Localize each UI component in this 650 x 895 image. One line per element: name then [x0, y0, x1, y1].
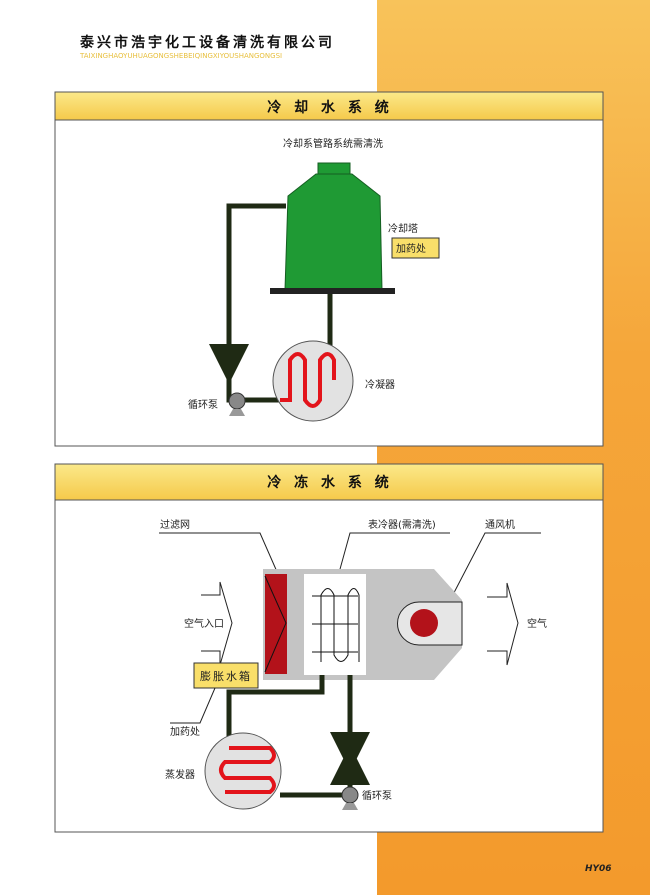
filter-label: 过滤网 — [160, 518, 190, 531]
chilled-water-panel: 冷 冻 水 系 统 过滤网 表冷器(需清洗) 通风机 空气入口 空气 膨胀水箱 — [54, 463, 604, 833]
dosing-box — [391, 237, 440, 259]
evaporator-label: 蒸发器 — [165, 768, 195, 781]
dosing-label: 加药处 — [396, 243, 426, 255]
air-in-arrow — [201, 581, 233, 666]
cooling-tower-label: 冷却塔 — [388, 222, 418, 235]
company-name: 泰兴市浩宇化工设备清洗有限公司 — [79, 34, 335, 51]
cooler-coil — [312, 588, 360, 662]
condenser-label: 冷凝器 — [365, 378, 395, 391]
pump-label: 循环泵 — [188, 398, 218, 411]
page-number: HY06 — [585, 864, 612, 874]
panel-header-bar — [54, 91, 604, 121]
panel-title: 冷 却 水 系 统 — [267, 99, 393, 116]
pump-icon — [228, 392, 246, 416]
air-out-arrow — [487, 582, 519, 666]
company-pinyin: TAIXINGHAOYUHUAGONGSHEBEIQINGXIYOUSHANGO… — [79, 52, 282, 60]
expansion-tank-label: 膨胀水箱 — [200, 669, 252, 683]
fan-rotor — [410, 609, 438, 637]
cooling-tower — [270, 162, 395, 294]
pump-icon — [341, 786, 359, 810]
pipe — [226, 203, 300, 403]
cooling-water-panel: 冷 却 水 系 统 冷却系管路系统需清洗 冷却塔 加药处 冷凝器 循环泵 — [54, 91, 604, 447]
panel-title: 冷 冻 水 系 统 — [267, 474, 393, 491]
air-outlet-label: 空气 — [527, 617, 547, 630]
expansion-tank — [193, 662, 259, 689]
fan-label: 通风机 — [485, 518, 515, 531]
cleaning-note: 冷却系管路系统需清洗 — [283, 137, 383, 150]
condenser — [272, 340, 354, 422]
evaporator — [204, 732, 282, 810]
pump-label: 循环泵 — [362, 789, 392, 802]
air-inlet-label: 空气入口 — [184, 617, 224, 630]
dosing-label: 加药处 — [170, 726, 200, 738]
pipe — [226, 675, 325, 760]
panel-header-bar — [54, 463, 604, 501]
filter — [265, 574, 287, 674]
coil-label: 表冷器(需清洗) — [368, 518, 436, 531]
